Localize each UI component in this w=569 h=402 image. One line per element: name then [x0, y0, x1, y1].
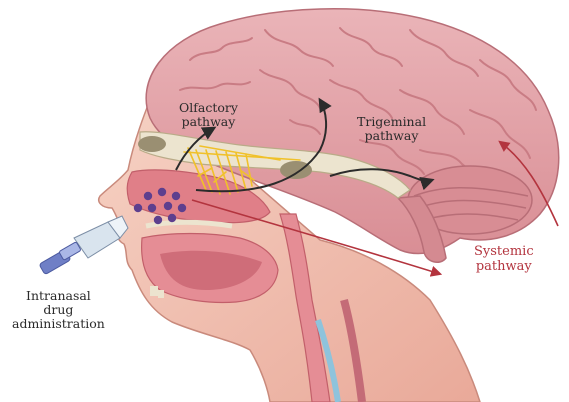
trigeminal-pathway-label: Trigeminal pathway — [357, 115, 426, 143]
systemic-label-line-1: Systemic — [474, 245, 534, 260]
olfactory-label-line-2: pathway — [179, 115, 238, 129]
intranasal-label-line-1: Intranasal — [12, 289, 105, 303]
trigeminal-label-line-1: Trigeminal — [357, 115, 426, 129]
systemic-label-line-2: pathway — [474, 260, 534, 275]
intranasal-label-line-2: drug — [12, 303, 105, 317]
intranasal-administration-label: Intranasal drug administration — [12, 289, 105, 331]
intranasal-label-line-3: administration — [12, 317, 105, 331]
nasal-spray-device-icon — [39, 216, 128, 275]
systemic-pathway-label: Systemic pathway — [474, 245, 534, 274]
olfactory-label-line-1: Olfactory — [179, 101, 238, 115]
olfactory-pathway-label: Olfactory pathway — [179, 101, 238, 129]
trigeminal-label-line-2: pathway — [357, 129, 426, 143]
